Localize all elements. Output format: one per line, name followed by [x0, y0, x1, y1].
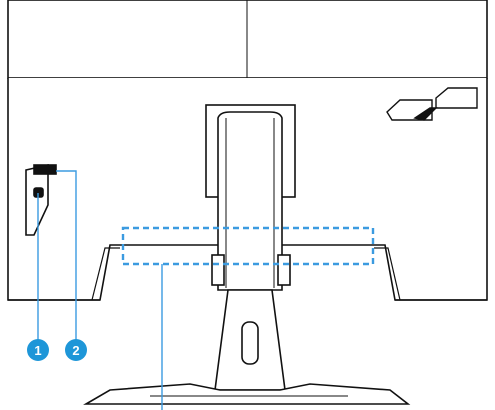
stand-base: [83, 383, 411, 405]
cable-management-slot: [241, 321, 259, 365]
stand-assembly: [83, 104, 411, 405]
callout-number-2: 2: [72, 343, 79, 358]
rear-logo-plates: [386, 87, 478, 121]
stand-side-bracket-left: [211, 254, 225, 286]
logo-plate-right: [435, 87, 478, 109]
stand-neck: [217, 111, 283, 291]
stand-neck-highlight: [225, 118, 275, 288]
usb-port-icon: [33, 164, 57, 175]
callout-marker-2: 2: [65, 339, 87, 361]
port-panel: [25, 163, 57, 236]
callout-marker-1: 1: [27, 339, 49, 361]
callout-2-leader: [56, 170, 77, 340]
monitor-bottom-right-foot: [374, 247, 401, 301]
stand-side-bracket-right: [277, 254, 291, 286]
callout-leaders: [37, 170, 77, 340]
logo-plate-bar: [413, 107, 438, 121]
monitor-bottom-left-foot: [91, 247, 120, 301]
highlighted-io-region: [121, 226, 375, 266]
callout-number-1: 1: [34, 343, 41, 358]
